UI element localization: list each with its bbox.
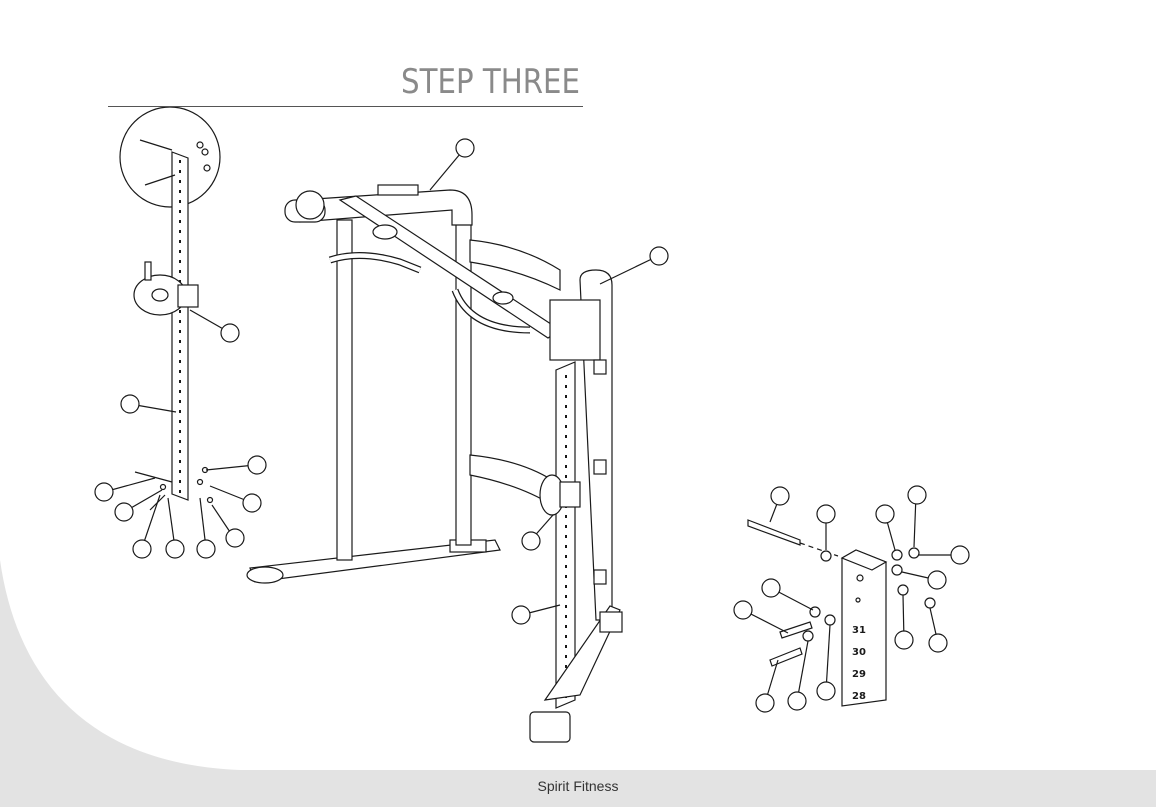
detail-circle <box>120 107 220 207</box>
bolt-icon <box>770 648 802 666</box>
handle-grip <box>373 225 397 239</box>
pulley-hub <box>152 289 168 301</box>
callout <box>876 505 894 523</box>
detail-number: 31 <box>852 625 866 636</box>
callout <box>512 606 530 624</box>
callout <box>771 487 789 505</box>
washer-icon <box>892 565 902 575</box>
leader-line <box>826 625 830 691</box>
washer-icon <box>198 480 203 485</box>
nut-icon <box>803 631 813 641</box>
callout <box>121 395 139 413</box>
foot-pad <box>600 612 622 632</box>
bolt-icon <box>135 472 172 482</box>
callout <box>762 579 780 597</box>
detail-number: 28 <box>852 691 866 702</box>
foot-pad <box>530 712 570 742</box>
nut-icon <box>197 142 203 148</box>
nut-icon <box>925 598 935 608</box>
detail-number: 29 <box>852 669 866 680</box>
detail-hole <box>856 598 860 602</box>
pulley-icon <box>296 191 324 219</box>
detail-hole <box>857 575 863 581</box>
pulley-bracket <box>560 482 580 507</box>
leader-line <box>190 310 225 330</box>
callout <box>895 631 913 649</box>
nut-icon <box>898 585 908 595</box>
callout <box>456 139 474 157</box>
callout <box>166 540 184 558</box>
callout <box>243 494 261 512</box>
washer-icon <box>810 607 820 617</box>
title-rule <box>108 106 583 107</box>
bolt-icon <box>145 175 175 185</box>
callout <box>115 503 133 521</box>
callout <box>908 486 926 504</box>
callout <box>226 529 244 547</box>
step-title: STEP THREE <box>339 62 580 102</box>
callout <box>197 540 215 558</box>
washer-icon <box>161 485 166 490</box>
footer-brand: Spirit Fitness <box>0 778 1156 794</box>
nut-icon <box>825 615 835 625</box>
left-upright-assembly <box>95 107 266 558</box>
callout <box>756 694 774 712</box>
pulley-bracket <box>178 285 198 307</box>
bolt-icon <box>748 520 800 545</box>
rack-frame <box>247 139 668 742</box>
bolt-icon <box>140 140 172 150</box>
callout <box>929 634 947 652</box>
callout <box>650 247 668 265</box>
pulley-pin <box>145 262 151 280</box>
callout <box>221 324 239 342</box>
nut-icon <box>202 149 208 155</box>
detail-number: 30 <box>852 647 866 658</box>
plate <box>594 570 606 584</box>
leader-line <box>600 256 658 284</box>
nut-icon <box>909 548 919 558</box>
foot-pad <box>247 567 283 583</box>
callout <box>951 546 969 564</box>
callout <box>817 505 835 523</box>
nut-icon <box>821 551 831 561</box>
rear-upright <box>337 220 352 560</box>
callout <box>817 682 835 700</box>
callout <box>734 601 752 619</box>
callout <box>788 692 806 710</box>
callout <box>95 483 113 501</box>
assembly-axis <box>800 543 838 556</box>
top-bracket <box>550 300 600 360</box>
callout <box>522 532 540 550</box>
nut-icon <box>208 498 213 503</box>
callout <box>133 540 151 558</box>
callout <box>928 571 946 589</box>
callout <box>248 456 266 474</box>
plate <box>594 360 606 374</box>
nut-icon <box>204 165 210 171</box>
plate <box>594 460 606 474</box>
handle-grip <box>493 292 513 304</box>
top-bracket <box>378 185 418 195</box>
upright-column <box>172 152 188 500</box>
washer-icon <box>892 550 902 560</box>
